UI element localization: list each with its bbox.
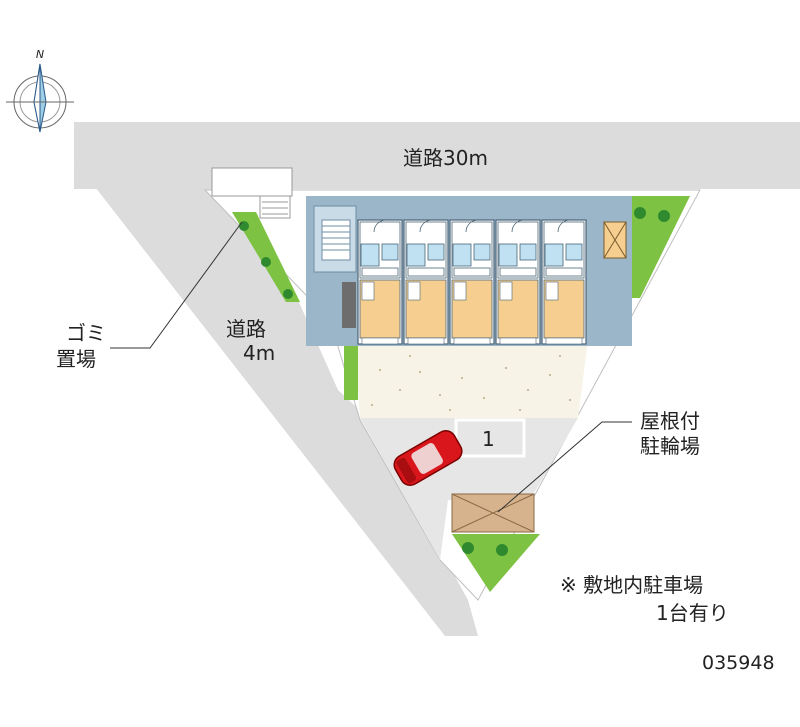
garbage-label-2: 置場 [56,347,96,371]
road-30m-label: 道路30m [403,146,488,170]
road-area [74,122,800,636]
green-area [232,196,690,592]
compass-icon: N [6,48,74,133]
road-4m-label-1: 道路 [226,317,266,341]
parking-note-2: 1台有り [656,601,729,625]
road-4m-label-2: 4m [243,341,275,365]
unit-room [357,219,403,345]
bike-label-1: 屋根付 [640,409,700,433]
bike-parking-roof [451,493,535,533]
unit-room [449,219,495,345]
unit-room [403,219,449,345]
garbage-area [211,167,293,219]
property-code: 035948 [702,652,775,674]
car-icon [393,430,463,486]
parking-note-1: ※ 敷地内駐車場 [560,573,703,597]
callout-lines [110,221,632,513]
unit-room [541,219,587,345]
unit-room [495,219,541,345]
unit-rooms [357,219,587,345]
parking-number: 1 [482,427,495,451]
north-label: N [36,48,44,61]
garbage-label-1: ゴミ [66,321,106,345]
bike-label-2: 駐輪場 [640,434,700,458]
